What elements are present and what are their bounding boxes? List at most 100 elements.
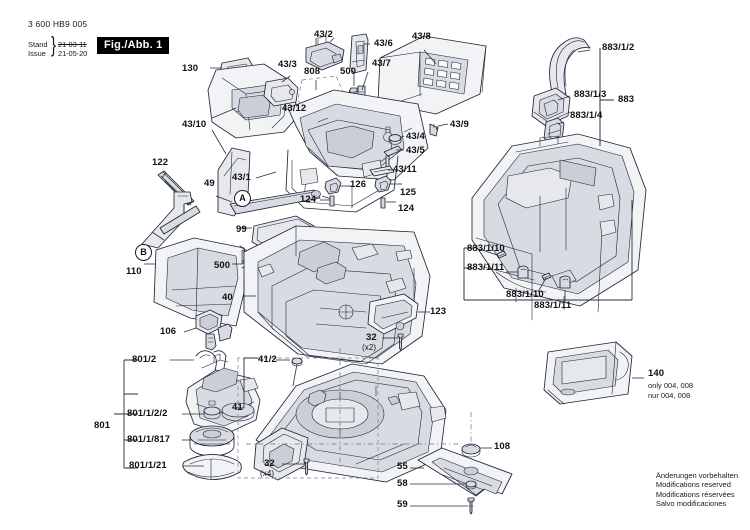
stand-label: Stand [28,40,48,49]
part-124-left-art [329,195,335,207]
part-108-art [461,412,481,458]
callout-124-left: 124 [300,194,317,205]
disclaimer-de: Änderungen vorbehalten [655,471,738,481]
issue-label: Issue [28,49,46,58]
callout-43-4: 43/4 [406,131,425,142]
callout-130: 130 [182,63,199,74]
callout-125: 125 [400,187,417,198]
part-106-art [195,309,233,351]
leader-lines [114,37,644,507]
part-883-1-2-art [549,37,591,95]
superseded-date: 21-03-11 [58,40,87,49]
part-124-right-art [380,197,386,209]
callout-32-x2-qty: (x2) [362,343,377,352]
disclaimer-fr: Modifications réservées [655,489,735,499]
part-140-art [543,341,633,405]
callout-126: 126 [350,179,367,190]
callout-801-1-21: 801/1/21 [129,460,167,471]
callout-801: 801 [94,420,111,431]
callout-32-x2: 32 [366,332,377,343]
callout-99: 99 [236,224,247,235]
part-43-1-art [285,89,429,213]
part-883-box-art [471,133,647,321]
callout-108: 108 [494,441,511,452]
callout-106: 106 [160,326,177,337]
part-801-motor-art [185,353,261,435]
part-123-art [367,293,419,335]
callout-883-1-2: 883/1/2 [602,42,635,53]
current-date: 21-05-20 [58,49,88,58]
callout-883-1-11-b: 883/1/11 [534,300,572,311]
callout-122: 122 [152,157,169,168]
part-801-2-art [195,350,227,377]
callout-801-1-2-2: 801/1/2/2 [127,408,168,419]
callout-41-2: 41/2 [258,354,277,365]
callout-801-1-817: 801/1/817 [127,434,171,445]
callout-43-1: 43/1 [232,172,251,183]
callout-801-2: 801/2 [132,354,157,365]
reference-mark-b: B [135,244,152,261]
callout-43-10: 43/10 [182,119,207,130]
callout-500-top: 500 [340,66,357,77]
part-32-x4-art [303,458,310,476]
callout-123: 123 [430,306,447,317]
callout-43-5: 43/5 [406,145,425,156]
callout-43-8: 43/8 [412,31,431,42]
part-43-9-art [429,123,439,137]
variant-note-en: only 004, 008 [648,381,694,390]
modifications-disclaimer: Änderungen vorbehalten Modifications res… [656,471,738,508]
callout-140: 140 [648,368,665,379]
callout-49: 49 [204,178,215,189]
callout-55: 55 [397,461,408,472]
callout-883-1-3: 883/1/3 [574,89,607,100]
callout-883-1-4: 883/1/4 [570,110,603,121]
callout-43-12: 43/12 [282,103,307,114]
part-32-x2-art [397,333,404,351]
part-43-8-art [377,35,487,115]
variant-note-de: nur 004, 008 [648,391,691,400]
callout-124-right: 124 [398,203,415,214]
callout-32-x4: 32 [264,458,275,469]
callout-43-6: 43/6 [374,38,393,49]
part-125-art [374,175,392,193]
callout-43-2: 43/2 [314,29,333,40]
callout-500-mid: 500 [214,260,231,271]
callout-43-11: 43/11 [393,164,417,175]
part-883-1-3-art [531,87,571,127]
callout-40: 40 [222,292,233,303]
part-55-art [417,447,513,497]
callout-58: 58 [397,478,408,489]
callout-41: 41 [232,402,243,413]
part-43-4-art [388,134,402,145]
part-883-1-11-a-art [517,265,529,279]
part-126-art [324,177,342,195]
part-number: 3 600 HB9 005 [28,19,88,29]
part-59-art [467,497,475,515]
part-801-1-21-art [182,454,242,480]
reference-mark-a: A [234,190,251,207]
part-883-1-10-a-art [496,250,507,259]
callout-883-1-11-a: 883/1/11 [467,262,505,273]
callout-883-1-10-b: 883/1/10 [506,289,544,300]
part-883-1-10-b-art [541,272,552,281]
part-58-art [465,480,477,490]
callout-110: 110 [126,266,142,277]
part-43-2-art [305,35,345,71]
part-41-art [237,348,458,483]
part-110-art [151,205,251,327]
callout-43-9: 43/9 [450,119,469,130]
part-41-2-art [291,357,303,387]
callout-883: 883 [618,94,635,105]
callout-32-x4-qty: (x4) [260,469,275,478]
part-801-1-817-art [189,425,235,457]
part-883-1-11-b-art [559,275,571,289]
part-43-11-art [369,165,395,177]
part-801-1-2-2-art [203,400,221,420]
callout-59: 59 [397,499,408,510]
callout-43-7: 43/7 [372,58,391,69]
figure-badge: Fig./Abb. 1 [97,37,170,54]
header-brace: } [51,33,57,58]
disclaimer-es: Salvo modificaciones [655,498,727,508]
